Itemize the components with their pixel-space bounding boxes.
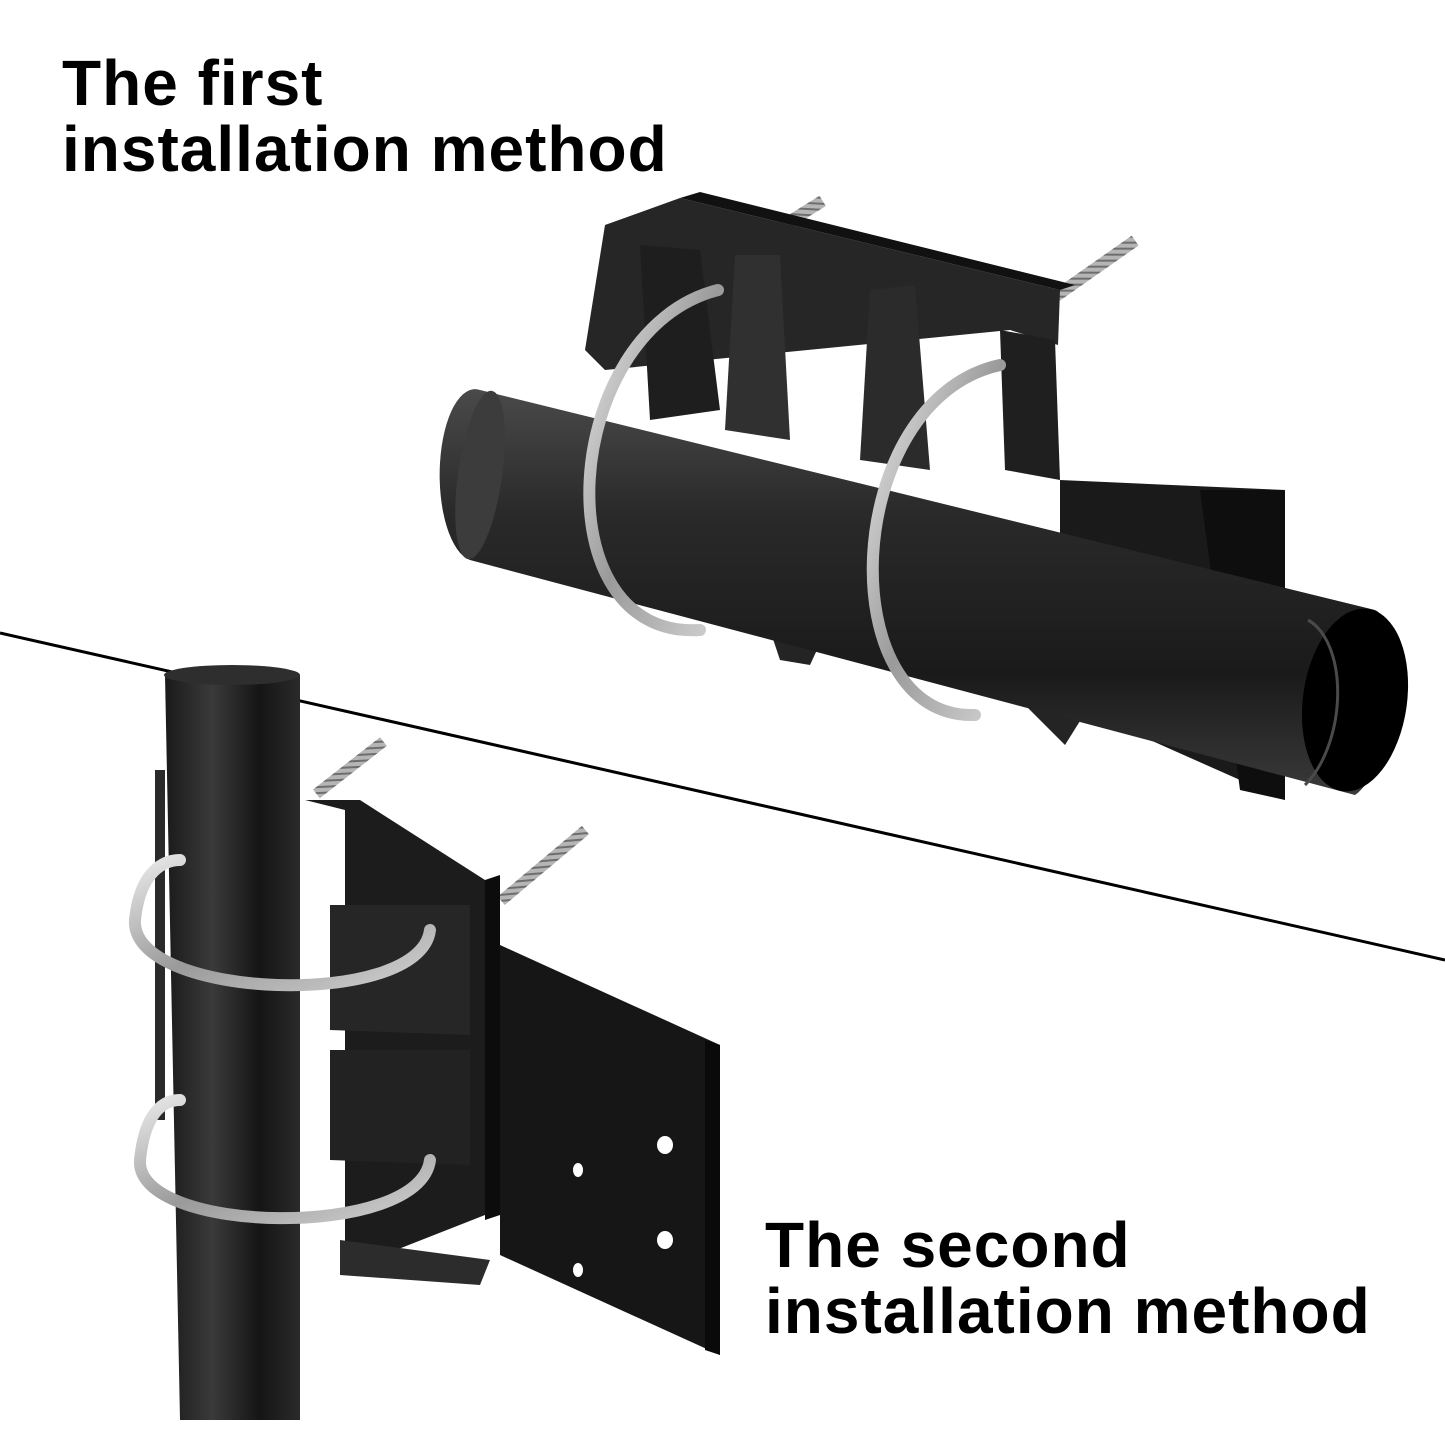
- second-method-caption-line1: The second: [765, 1209, 1131, 1281]
- top-mount-photo: [439, 192, 1409, 800]
- first-method-caption-line2: installation method: [62, 113, 668, 185]
- first-method-caption: The first installation method: [62, 50, 668, 182]
- second-method-caption: The second installation method: [765, 1212, 1371, 1344]
- second-method-caption-line2: installation method: [765, 1275, 1371, 1347]
- first-method-caption-line1: The first: [62, 47, 324, 119]
- bottom-mount-photo: [128, 665, 720, 1420]
